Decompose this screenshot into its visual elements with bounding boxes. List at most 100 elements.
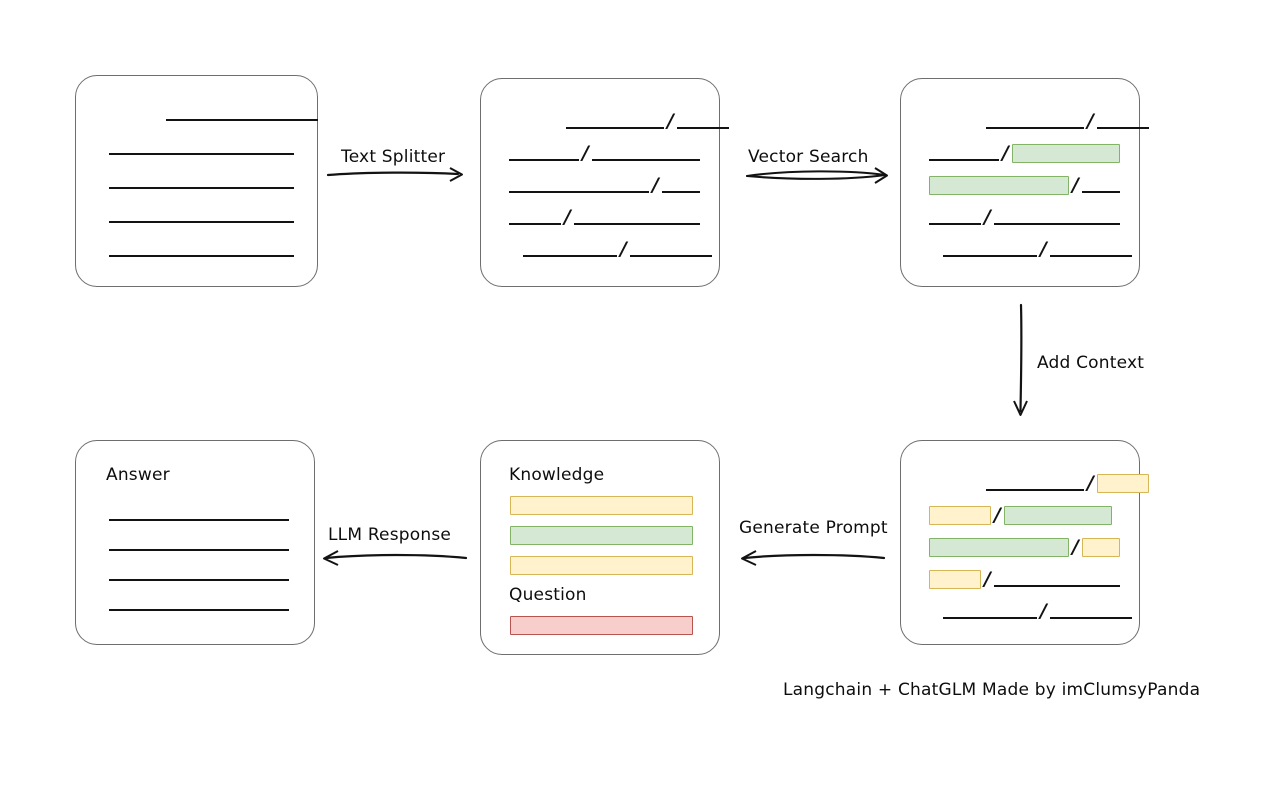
document-row: / (509, 143, 700, 163)
edge-generate-prompt (738, 545, 886, 569)
edge-add-context-label: Add Context (1037, 353, 1145, 373)
segment-line (929, 159, 999, 161)
document-row: / (929, 143, 1120, 163)
segment-line (986, 127, 1084, 129)
segment-line (166, 119, 318, 121)
document-row (109, 503, 289, 523)
document-row: / (509, 207, 700, 227)
segment-chunk-green (1011, 143, 1120, 163)
segment-separator: / (1002, 141, 1009, 164)
context-document-rows: / / / / / (901, 441, 1149, 644)
document-row: / (523, 239, 712, 259)
segment-separator: / (1087, 109, 1094, 132)
vector-matched-document-card: / / / / / (900, 78, 1149, 287)
document-row (109, 239, 294, 259)
segment-line (509, 159, 579, 161)
document-row: / (929, 175, 1120, 195)
segment-line (943, 255, 1037, 257)
segment-line (523, 255, 617, 257)
segment-line (661, 191, 700, 193)
segment-chunk-green (929, 537, 1069, 557)
segment-chunk-green (929, 175, 1069, 195)
segment-line (1049, 255, 1132, 257)
segment-line (993, 585, 1120, 587)
document-row (109, 171, 294, 191)
segment-chunk-yellow (929, 569, 981, 589)
segment-line (1096, 127, 1149, 129)
segment-line (986, 489, 1084, 491)
answer-title: Answer (106, 465, 170, 485)
segment-line (566, 127, 664, 129)
segment-line (109, 579, 289, 581)
segment-separator: / (667, 109, 674, 132)
segment-separator: / (984, 567, 991, 590)
segment-separator: / (984, 205, 991, 228)
answer-card-inner: Answer (76, 441, 314, 644)
llm-response-arrow (323, 550, 468, 566)
segment-line (573, 223, 700, 225)
generate-prompt-arrow (741, 550, 886, 566)
document-row: / (986, 111, 1149, 131)
edge-text-splitter (326, 160, 466, 184)
vector-search-arrow (746, 167, 888, 184)
question-bar-1 (510, 616, 693, 635)
edge-llm-response-label: LLM Response (328, 525, 452, 545)
question-label: Question (509, 585, 587, 605)
document-row: / (929, 505, 1112, 525)
document-row (166, 103, 318, 123)
prompt-card-inner: Knowledge Question (481, 441, 719, 654)
segment-line (929, 223, 981, 225)
segment-separator: / (1087, 471, 1094, 494)
segment-line (676, 127, 729, 129)
document-row: / (566, 111, 729, 131)
segment-separator: / (1072, 535, 1079, 558)
split-document-rows: / / / / / (481, 79, 729, 286)
edge-add-context (1008, 303, 1034, 421)
edge-generate-prompt-label: Generate Prompt (739, 518, 888, 538)
vector-matched-document-rows: / / / / / (901, 79, 1149, 286)
segment-separator: / (620, 237, 627, 260)
segment-line (993, 223, 1120, 225)
segment-separator: / (1040, 599, 1047, 622)
segment-line (109, 187, 294, 189)
segment-line (1081, 191, 1120, 193)
segment-line (109, 255, 294, 257)
segment-separator: / (652, 173, 659, 196)
document-row: / (509, 175, 700, 195)
document-row: / (943, 239, 1132, 259)
segment-line (509, 223, 561, 225)
segment-line (109, 549, 289, 551)
segment-line (509, 191, 649, 193)
knowledge-bar-1 (510, 496, 693, 515)
segment-line (109, 609, 289, 611)
knowledge-bar-2 (510, 526, 693, 545)
segment-line (109, 221, 294, 223)
segment-separator: / (582, 141, 589, 164)
document-row (109, 563, 289, 583)
segment-separator: / (1040, 237, 1047, 260)
document-row: / (929, 537, 1120, 557)
segment-line (109, 153, 294, 155)
segment-separator: / (994, 503, 1001, 526)
document-row (109, 137, 294, 157)
document-row: / (929, 569, 1120, 589)
document-row (109, 533, 289, 553)
edge-text-splitter-label: Text Splitter (341, 147, 446, 167)
segment-line (109, 519, 289, 521)
segment-chunk-yellow (929, 505, 991, 525)
segment-chunk-yellow (1081, 537, 1120, 557)
segment-separator: / (1072, 173, 1079, 196)
segment-line (629, 255, 712, 257)
document-row: / (929, 207, 1120, 227)
context-document-card: / / / / / (900, 440, 1149, 645)
knowledge-bar-3 (510, 556, 693, 575)
segment-chunk-green (1003, 505, 1112, 525)
answer-card: Answer (75, 440, 315, 645)
footer-credit: Langchain + ChatGLM Made by imClumsyPand… (783, 680, 1201, 700)
edge-vector-search-label: Vector Search (748, 147, 869, 167)
add-context-arrow (1013, 303, 1028, 416)
prompt-card: Knowledge Question (480, 440, 720, 655)
document-row (109, 593, 289, 613)
knowledge-label: Knowledge (509, 465, 605, 485)
